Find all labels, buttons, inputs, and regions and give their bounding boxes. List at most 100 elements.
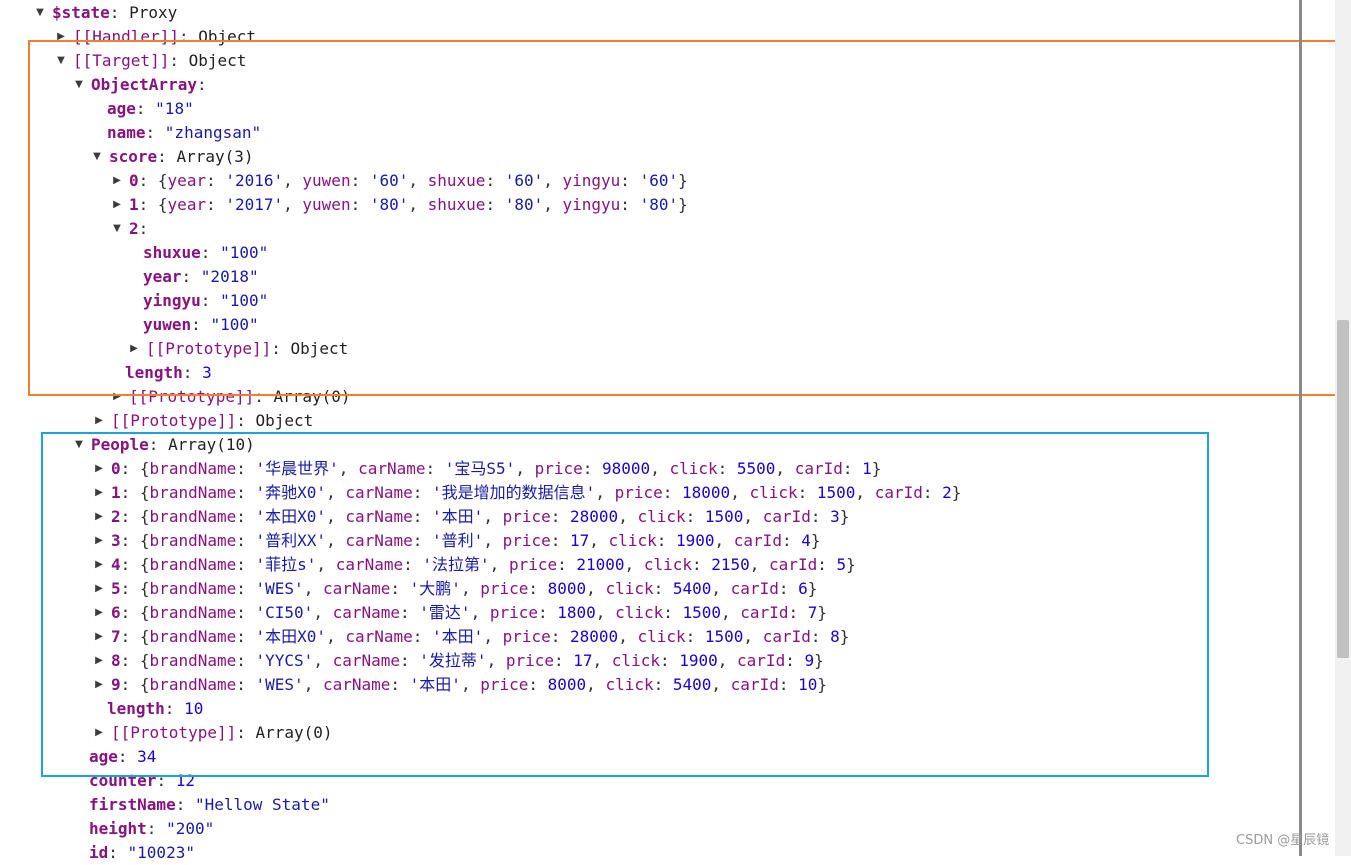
- score-length-row: length: 3: [125, 361, 212, 385]
- property-value: '60': [369, 171, 409, 190]
- punctuation: }: [817, 603, 828, 622]
- punctuation: ,: [408, 195, 428, 214]
- property-key: brandName: [149, 675, 237, 694]
- punctuation: : {: [120, 483, 150, 502]
- collapse-triangle-icon[interactable]: ▶: [113, 175, 121, 186]
- punctuation: :: [797, 483, 817, 502]
- collapse-triangle-icon[interactable]: ▶: [113, 199, 121, 210]
- property-value: 6: [798, 579, 808, 598]
- property-value: 5400: [672, 579, 712, 598]
- property-value: '我是增加的数据信息': [432, 483, 596, 502]
- punctuation: :: [620, 171, 640, 190]
- property-value: "10023": [127, 843, 195, 862]
- collapse-triangle-icon[interactable]: ▶: [130, 343, 138, 354]
- property-value: 8: [830, 627, 840, 646]
- property-key: [[Prototype]]: [146, 339, 272, 358]
- property-key: 0: [129, 171, 139, 190]
- punctuation: :: [254, 387, 274, 406]
- punctuation: }: [846, 555, 856, 574]
- property-key: carName: [322, 579, 391, 598]
- punctuation: :: [145, 123, 165, 142]
- height-row: height: "200": [89, 817, 214, 841]
- punctuation: :: [550, 627, 571, 646]
- scrollbar-thumb[interactable]: [1337, 320, 1349, 658]
- punctuation: :: [717, 459, 737, 478]
- expand-triangle-icon[interactable]: ▼: [57, 55, 65, 66]
- property-key: yingyu: [143, 291, 201, 310]
- property-value: 12: [175, 771, 195, 790]
- property-key: 5: [111, 579, 121, 598]
- punctuation: :: [685, 507, 705, 526]
- punctuation: ,: [303, 579, 323, 598]
- punctuation: ,: [749, 555, 770, 574]
- collapse-triangle-icon[interactable]: ▶: [95, 727, 103, 738]
- punctuation: ,: [717, 651, 738, 670]
- punctuation: ,: [326, 507, 346, 526]
- property-value: '80': [369, 195, 409, 214]
- punctuation: :: [146, 819, 167, 838]
- property-key: click: [615, 603, 664, 622]
- punctuation: :: [550, 507, 571, 526]
- property-value: Object: [290, 339, 349, 358]
- collapse-triangle-icon[interactable]: ▶: [95, 679, 103, 690]
- collapse-triangle-icon[interactable]: ▶: [95, 607, 103, 618]
- punctuation: :: [817, 555, 837, 574]
- collapse-triangle-icon[interactable]: ▶: [95, 535, 103, 546]
- collapse-triangle-icon[interactable]: ▶: [95, 415, 103, 426]
- property-value: 'YYCS': [255, 651, 314, 670]
- collapse-triangle-icon[interactable]: ▶: [57, 31, 65, 42]
- collapse-triangle-icon[interactable]: ▶: [95, 511, 103, 522]
- punctuation: :: [554, 651, 574, 670]
- collapse-triangle-icon[interactable]: ▶: [95, 655, 103, 666]
- punctuation: ,: [326, 627, 346, 646]
- punctuation: : {: [120, 651, 150, 670]
- punctuation: :: [810, 507, 831, 526]
- collapse-triangle-icon[interactable]: ▶: [113, 391, 121, 402]
- expand-triangle-icon[interactable]: ▼: [75, 79, 83, 90]
- expand-triangle-icon[interactable]: ▼: [75, 439, 83, 450]
- expand-triangle-icon[interactable]: ▼: [113, 223, 121, 234]
- punctuation: ,: [624, 555, 644, 574]
- punctuation: :: [182, 363, 203, 382]
- property-value: "100": [210, 315, 259, 334]
- punctuation: :: [175, 795, 195, 814]
- punctuation: :: [528, 675, 548, 694]
- property-value: 18000: [682, 483, 731, 502]
- property-value: 21000: [576, 555, 625, 574]
- punctuation: ,: [483, 507, 503, 526]
- property-key: click: [637, 627, 686, 646]
- property-key: brandName: [149, 579, 237, 598]
- punctuation: ,: [586, 675, 606, 694]
- punctuation: :: [236, 531, 256, 550]
- property-key: carName: [335, 555, 404, 574]
- punctuation: :: [390, 579, 410, 598]
- collapse-triangle-icon[interactable]: ▶: [95, 583, 103, 594]
- property-value: '华晨世界': [255, 459, 339, 478]
- property-key: price: [489, 603, 538, 622]
- collapse-triangle-icon[interactable]: ▶: [95, 631, 103, 642]
- collapse-triangle-icon[interactable]: ▶: [95, 487, 103, 498]
- property-value: 'CI50': [255, 603, 314, 622]
- property-key: click: [669, 459, 718, 478]
- property-value: '大鹏': [409, 579, 461, 598]
- property-key: [[Target]]: [73, 51, 170, 70]
- collapse-triangle-icon[interactable]: ▶: [95, 559, 103, 570]
- property-key: counter: [89, 771, 157, 790]
- punctuation: :: [842, 459, 863, 478]
- expand-triangle-icon[interactable]: ▼: [93, 151, 101, 162]
- property-value: 1900: [675, 531, 715, 550]
- punctuation: ,: [483, 627, 503, 646]
- property-key: carId: [733, 531, 782, 550]
- collapse-triangle-icon[interactable]: ▶: [95, 463, 103, 474]
- property-value: Object: [255, 411, 314, 430]
- property-key: age: [107, 99, 136, 118]
- punctuation: :: [659, 651, 680, 670]
- expand-triangle-icon[interactable]: ▼: [36, 7, 44, 18]
- property-key: click: [608, 531, 657, 550]
- property-value: '奔驰X0': [255, 483, 327, 502]
- punctuation: : {: [120, 507, 150, 526]
- property-key: 3: [111, 531, 121, 550]
- punctuation: :: [685, 627, 705, 646]
- property-key: carName: [345, 483, 413, 502]
- property-key: price: [502, 627, 551, 646]
